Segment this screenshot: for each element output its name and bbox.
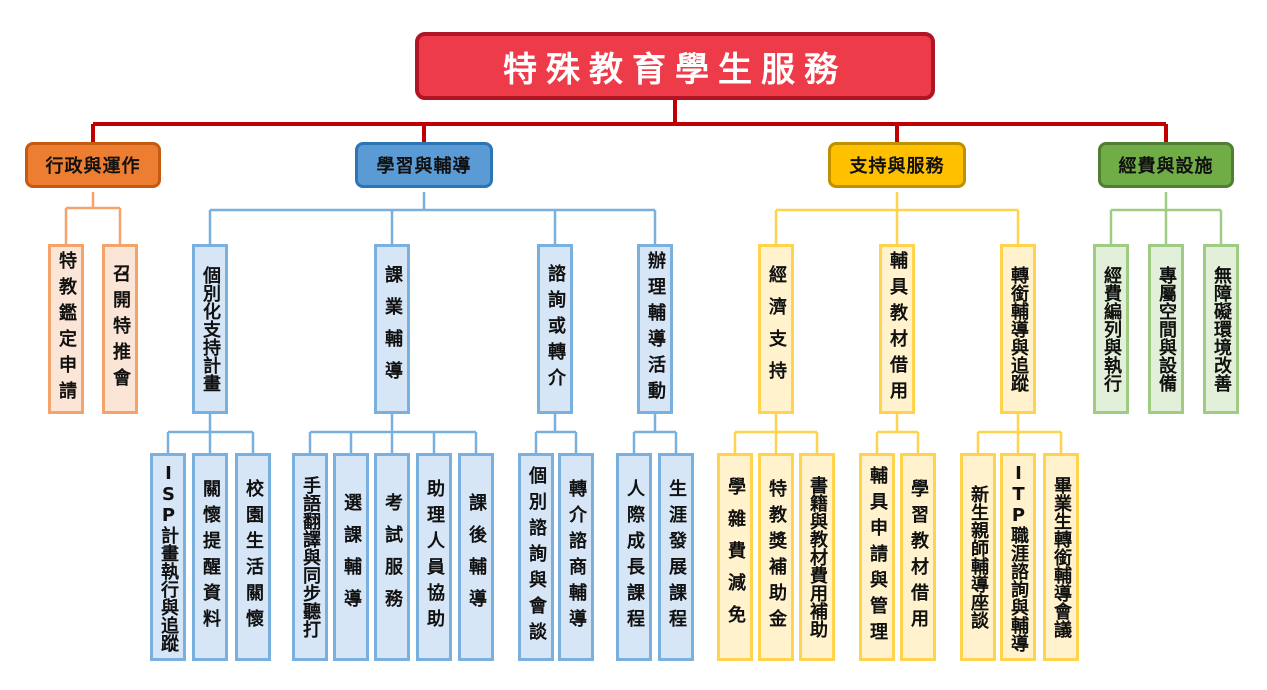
item-material-loan: 學習教材借用 xyxy=(900,453,936,661)
category-support: 支持與服務 xyxy=(828,142,966,188)
item-itp-career: ITP職涯諮詢與輔導 xyxy=(1000,453,1036,661)
item-dedicated-space: 專屬空間與設備 xyxy=(1148,244,1184,414)
group-tutoring: 課業輔導 xyxy=(374,244,410,414)
item-course-advising: 選課輔導 xyxy=(333,453,369,661)
item-individual-consulting: 個別諮詢與會談 xyxy=(518,453,554,661)
category-learning: 學習與輔導 xyxy=(355,142,493,188)
group-financial-support: 經濟支持 xyxy=(758,244,794,414)
item-committee-meeting: 召開特推會 xyxy=(102,244,138,414)
item-after-class-tutoring: 課後輔導 xyxy=(458,453,494,661)
item-aids-application: 輔具申請與管理 xyxy=(859,453,895,661)
item-tuition-reduction: 學雜費減免 xyxy=(717,453,753,661)
category-admin: 行政與運作 xyxy=(25,142,161,188)
item-freshman-meeting: 新生親師輔導座談 xyxy=(960,453,996,661)
root-title: 特殊教育學生服務 xyxy=(415,32,935,100)
group-consulting: 諮詢或轉介 xyxy=(537,244,573,414)
group-isp: 個別化支持計畫 xyxy=(192,244,228,414)
item-interpersonal-course: 人際成長課程 xyxy=(616,453,652,661)
item-special-ed-evaluation: 特教鑑定申請 xyxy=(48,244,84,414)
item-exam-service: 考試服務 xyxy=(374,453,410,661)
item-assistant-help: 助理人員協助 xyxy=(416,453,452,661)
item-counseling-referral: 轉介諮商輔導 xyxy=(558,453,594,661)
item-book-subsidy: 書籍與教材費用補助 xyxy=(799,453,835,661)
category-funding: 經費與設施 xyxy=(1098,142,1234,188)
item-campus-life-care: 校園生活關懷 xyxy=(235,453,271,661)
group-transition: 轉銜輔導與追蹤 xyxy=(1000,244,1036,414)
item-graduate-transition: 畢業生轉銜輔導會議 xyxy=(1043,453,1079,661)
item-isp-execution: ISP計畫執行與追蹤 xyxy=(150,453,186,661)
item-career-course: 生涯發展課程 xyxy=(658,453,694,661)
item-accessibility: 無障礙環境改善 xyxy=(1203,244,1239,414)
group-aids-loan: 輔具教材借用 xyxy=(879,244,915,414)
item-sign-language: 手語翻譯與同步聽打 xyxy=(292,453,328,661)
item-care-reminder: 關懷提醒資料 xyxy=(192,453,228,661)
item-budget: 經費編列與執行 xyxy=(1093,244,1129,414)
item-scholarship: 特教獎補助金 xyxy=(758,453,794,661)
group-activities: 辦理輔導活動 xyxy=(637,244,673,414)
